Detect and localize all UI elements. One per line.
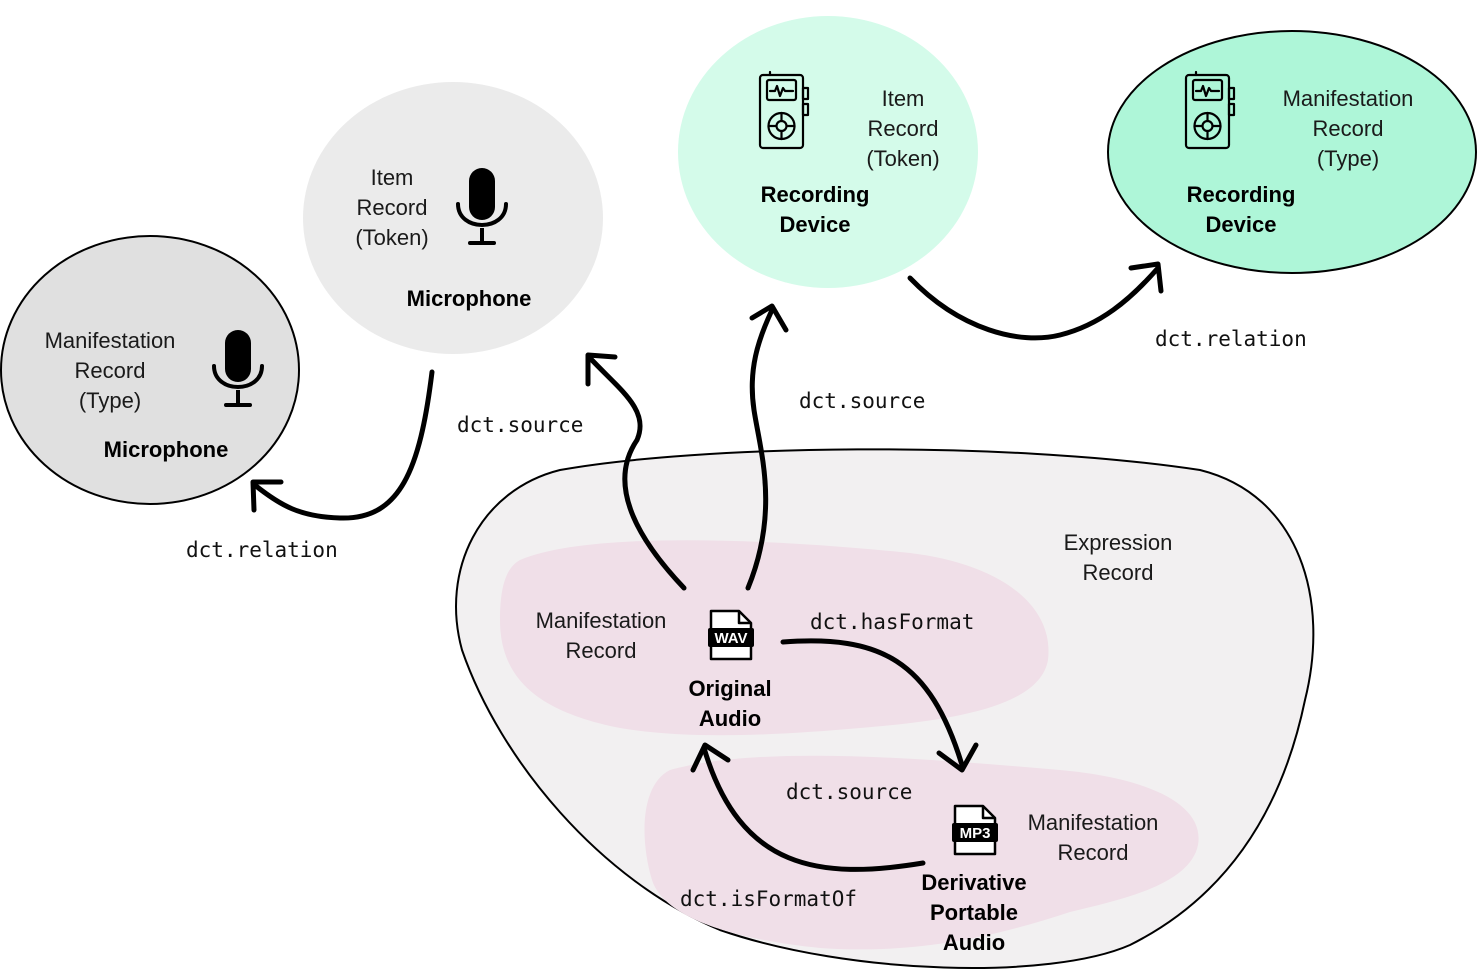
- source-derivative-arrow: [701, 745, 926, 872]
- device-token-line2: Record: [868, 116, 939, 141]
- source-derivative-arrowhead: [690, 742, 731, 773]
- wav-file-icon: WAV: [708, 609, 754, 661]
- device-type-line1: Manifestation: [1283, 86, 1414, 111]
- relation-device-label: dct.relation: [1155, 327, 1307, 351]
- original-title1: Original: [688, 676, 771, 701]
- source-device-arrowhead: [749, 303, 789, 333]
- source-mic-arrow: [587, 355, 687, 591]
- derivative-line2: Record: [1058, 840, 1129, 865]
- device-type-node: [1107, 30, 1477, 274]
- device-token-node: [678, 16, 978, 288]
- device-type-line2: Record: [1313, 116, 1384, 141]
- expression-line2: Record: [1083, 560, 1154, 585]
- original-title2: Audio: [699, 706, 761, 731]
- original-line1: Manifestation: [536, 608, 667, 633]
- mic-type-line3: (Type): [79, 388, 141, 413]
- has-format-arrowhead: [936, 742, 979, 773]
- derivative-manifestation-blob: [644, 755, 1199, 950]
- source-device-arrow: [745, 307, 775, 591]
- original-line2: Record: [566, 638, 637, 663]
- device-token-title2: Device: [780, 212, 851, 237]
- mic-type-line1: Manifestation: [45, 328, 176, 353]
- original-manifestation-blob: [500, 540, 1049, 736]
- mic-token-line2: Record: [357, 195, 428, 220]
- relation-mic-arrow: [253, 369, 435, 521]
- derivative-title2: Portable: [930, 900, 1018, 925]
- mic-type-line2: Record: [75, 358, 146, 383]
- derivative-line1: Manifestation: [1028, 810, 1159, 835]
- expression-line1: Expression: [1064, 530, 1173, 555]
- derivative-title3: Audio: [943, 930, 1005, 955]
- recording-device-icon: [1184, 70, 1236, 150]
- device-type-title1: Recording: [1187, 182, 1296, 207]
- mic-token-line1: Item: [371, 165, 414, 190]
- recording-device-icon: [758, 70, 810, 150]
- microphone-token-node: [303, 82, 603, 354]
- source-mic-arrowhead: [585, 352, 618, 387]
- mp3-file-icon: MP3: [952, 804, 998, 856]
- microphone-type-node: [0, 235, 300, 505]
- wav-label: WAV: [714, 630, 747, 647]
- relation-device-arrow: [907, 265, 1161, 341]
- microphone-icon: [456, 168, 508, 245]
- mic-token-title: Microphone: [407, 286, 532, 311]
- derivative-title1: Derivative: [921, 870, 1026, 895]
- device-token-line3: (Token): [866, 146, 939, 171]
- device-type-line3: (Type): [1317, 146, 1379, 171]
- has-format-label: dct.hasFormat: [810, 610, 974, 634]
- mic-type-title: Microphone: [104, 437, 229, 462]
- mic-token-line3: (Token): [355, 225, 428, 250]
- source-derivative-label: dct.source: [786, 780, 912, 804]
- source-device-label: dct.source: [799, 389, 925, 413]
- microphone-icon: [212, 330, 264, 407]
- device-token-line1: Item: [882, 86, 925, 111]
- mp3-label: MP3: [960, 825, 991, 842]
- is-format-of-label: dct.isFormatOf: [680, 887, 857, 911]
- source-mic-label: dct.source: [457, 413, 583, 437]
- relation-mic-arrowhead: [250, 479, 284, 513]
- relation-device-arrowhead: [1128, 261, 1164, 294]
- device-type-title2: Device: [1206, 212, 1277, 237]
- has-format-arrow: [780, 638, 965, 768]
- relation-mic-label: dct.relation: [186, 538, 338, 562]
- device-token-title1: Recording: [761, 182, 870, 207]
